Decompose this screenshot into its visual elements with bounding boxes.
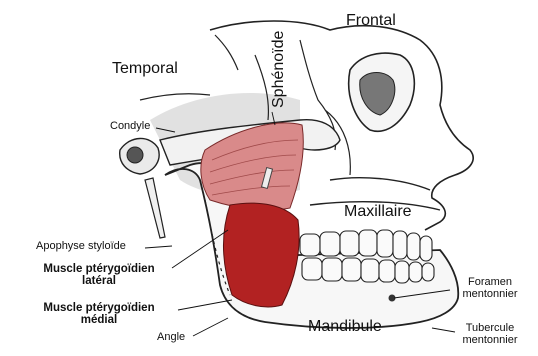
label-apophyse-styloide: Apophyse styloïde: [36, 240, 126, 252]
label-frontal: Frontal: [346, 12, 396, 30]
label-sphenoide: Sphénoïde: [270, 31, 288, 108]
styloid-process: [145, 178, 165, 238]
label-muscle-medial-line1: Muscle ptérygoïdien: [24, 302, 174, 314]
label-tubercule-line2: mentonnier: [450, 334, 530, 346]
label-tubercule: Tubercule mentonnier: [450, 322, 530, 346]
ear-canal: [127, 147, 143, 163]
label-muscle-lateral-line2: latéral: [24, 275, 174, 287]
label-angle: Angle: [157, 331, 185, 343]
medial-pterygoid-muscle: [223, 203, 299, 307]
label-tubercule-line1: Tubercule: [450, 322, 530, 334]
label-maxillaire: Maxillaire: [344, 203, 412, 221]
label-temporal: Temporal: [112, 60, 178, 78]
label-foramen-line2: mentonnier: [450, 288, 530, 300]
label-mandibule: Mandibule: [308, 318, 382, 336]
label-muscle-medial: Muscle ptérygoïdien médial: [24, 302, 174, 326]
label-muscle-medial-line2: médial: [24, 314, 174, 326]
label-foramen-line1: Foramen: [450, 276, 530, 288]
label-condyle: Condyle: [110, 120, 150, 132]
label-muscle-lateral-line1: Muscle ptérygoïdien: [24, 263, 174, 275]
label-foramen: Foramen mentonnier: [450, 276, 530, 300]
label-muscle-lateral: Muscle ptérygoïdien latéral: [24, 263, 174, 287]
